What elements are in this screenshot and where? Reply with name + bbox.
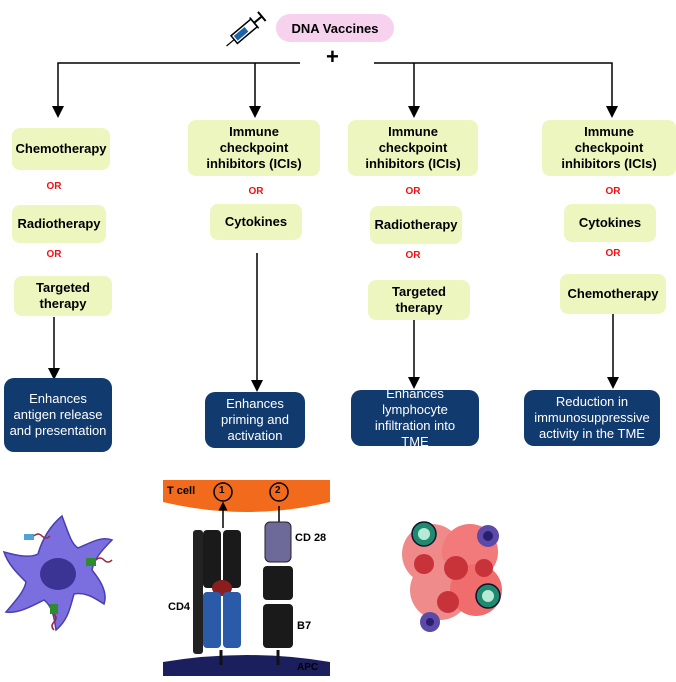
option-radiotherapy: Radiotherapy xyxy=(370,206,462,244)
dendritic-cell-icon xyxy=(2,514,114,632)
option-chemotherapy: Chemotherapy xyxy=(12,128,110,170)
option-chemotherapy: Chemotherapy xyxy=(560,274,666,314)
cd28-label: CD 28 xyxy=(295,532,327,544)
tcell-label: T cell xyxy=(167,485,196,497)
or-label: OR xyxy=(46,249,62,260)
option-targeted-therapy: Targeted therapy xyxy=(14,276,112,316)
cd4-label: CD4 xyxy=(168,601,191,613)
outcome-box: Reduction in immunosuppressive activity … xyxy=(524,390,660,446)
dna-vaccines-pill: DNA Vaccines xyxy=(276,14,394,42)
option-cytokines: Cytokines xyxy=(564,204,656,242)
outcome-box: Enhances antigen release and presentatio… xyxy=(4,378,112,452)
or-label: OR xyxy=(405,250,421,261)
signal-1-label: 1 xyxy=(219,485,225,496)
or-label: OR xyxy=(248,186,264,197)
option-radiotherapy: Radiotherapy xyxy=(12,205,106,243)
apc-label: APC xyxy=(297,662,319,673)
or-label: OR xyxy=(605,248,621,259)
plus-sign: + xyxy=(326,44,339,69)
option-targeted-therapy: Targeted therapy xyxy=(368,280,470,320)
syringe-icon xyxy=(226,11,267,47)
option-ici: Immune checkpoint inhibitors (ICIs) xyxy=(542,120,676,176)
tumor-microenvironment-icon xyxy=(402,521,502,632)
or-label: OR xyxy=(46,181,62,192)
signal-2-label: 2 xyxy=(275,485,281,496)
immune-synapse-diagram: T cell 1 2 CD 28 CD4 B7 APC xyxy=(163,480,330,676)
or-label: OR xyxy=(605,186,621,197)
outcome-box: Enhances priming and activation xyxy=(205,392,305,448)
outcome-box: Enhances lymphocyte infiltration into TM… xyxy=(351,386,479,449)
option-ici: Immune checkpoint inhibitors (ICIs) xyxy=(188,120,320,176)
b7-label: B7 xyxy=(297,620,312,632)
option-cytokines: Cytokines xyxy=(210,204,302,240)
option-ici: Immune checkpoint inhibitors (ICIs) xyxy=(348,120,478,176)
or-label: OR xyxy=(405,186,421,197)
